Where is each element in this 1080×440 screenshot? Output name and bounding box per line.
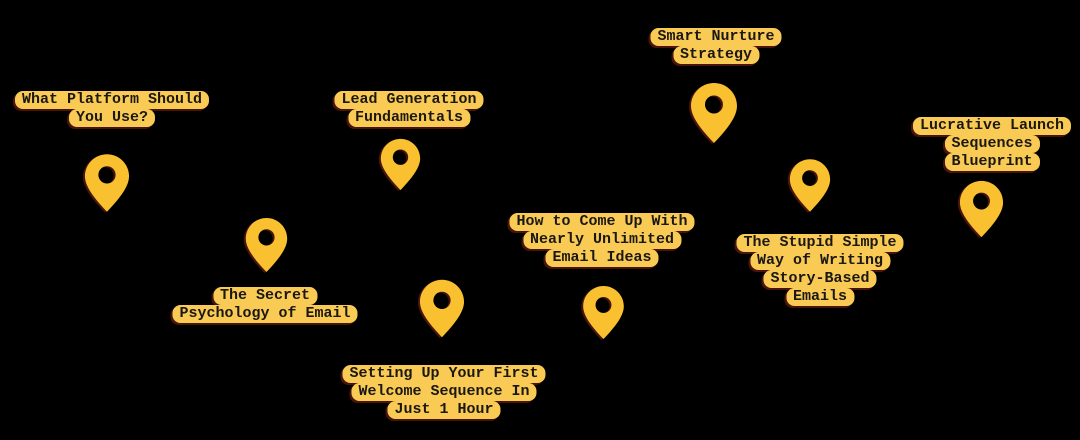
map-pin-icon-platform <box>84 154 130 212</box>
milestone-label-line: Just 1 Hour <box>387 401 501 419</box>
milestone-label-line: Emails <box>785 288 854 306</box>
milestone-label-line: How to Come Up With <box>509 213 695 231</box>
map-pin-icon-nurture-strategy <box>691 83 737 143</box>
milestone-label-line: Smart Nurture <box>650 28 782 46</box>
map-pin-icon-story-based-emails <box>789 159 831 212</box>
map-pin-icon-launch-sequences <box>959 180 1003 238</box>
milestone-label-line: Email Ideas <box>545 249 659 267</box>
milestone-label-line: What Platform Should <box>14 91 210 109</box>
map-pin-icon-lead-generation <box>380 138 420 191</box>
milestone-label-line: Psychology of Email <box>172 305 358 323</box>
milestone-label-line: Blueprint <box>944 153 1040 171</box>
milestone-label-line: Lucrative Launch <box>912 117 1072 135</box>
milestone-label-line: The Secret <box>212 287 317 305</box>
milestone-label-line: Story-Based <box>763 270 877 288</box>
milestone-label-line: Lead Generation <box>334 91 484 109</box>
milestone-label-line: Fundamentals <box>347 109 471 127</box>
milestone-label-line: Way of Writing <box>749 252 891 270</box>
milestone-label-line: The Stupid Simple <box>736 234 904 252</box>
milestone-label-line: Welcome Sequence In <box>351 383 537 401</box>
milestone-label-line: You Use? <box>68 109 155 127</box>
map-pin-icon-email-ideas <box>582 286 624 339</box>
milestone-label-line: Setting Up Your First <box>342 365 546 383</box>
milestone-label-line: Sequences <box>944 135 1040 153</box>
milestone-label-line: Nearly Unlimited <box>522 231 682 249</box>
map-pin-icon-welcome-sequence <box>419 279 465 338</box>
map-pin-icon-psychology <box>245 218 287 272</box>
milestone-label-line: Strategy <box>672 46 759 64</box>
